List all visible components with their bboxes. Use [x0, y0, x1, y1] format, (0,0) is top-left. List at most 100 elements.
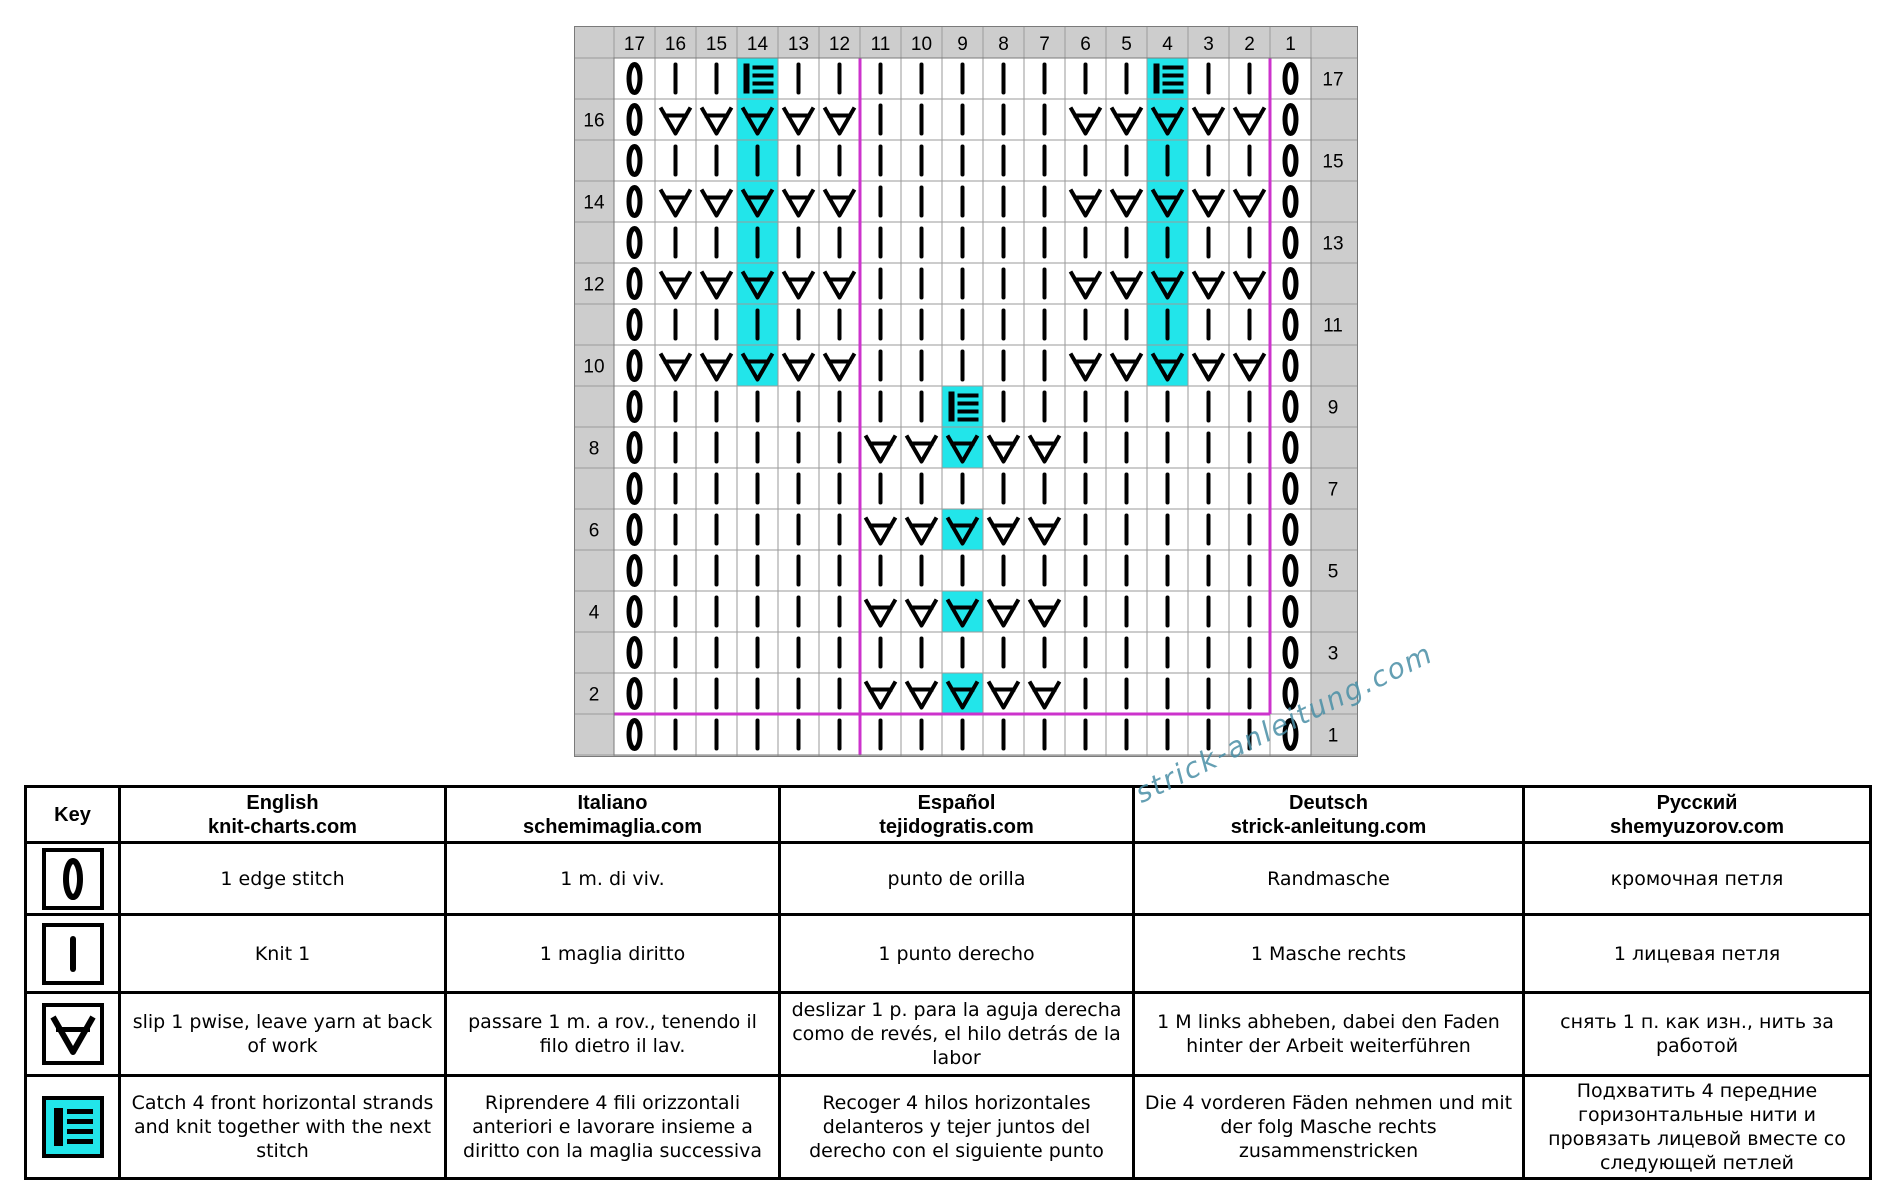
- column-number-top: 4: [1162, 34, 1173, 55]
- slip-stitch-icon: [1150, 106, 1185, 136]
- slip-stitch-icon: [1150, 270, 1185, 300]
- chart-cell: [737, 345, 778, 386]
- column-number-top: 9: [957, 34, 968, 55]
- slip-stitch-icon: [1191, 188, 1226, 218]
- key-text-spanish: Recoger 4 hilos horizontales delanteros …: [778, 1074, 1135, 1180]
- chart-cell: [1068, 106, 1103, 136]
- edge-stitch-icon: [626, 554, 643, 587]
- chart-cell: [1282, 267, 1299, 300]
- key-text-italian: 1 maglia diritto: [444, 913, 781, 994]
- margin-lines: [574, 26, 1358, 757]
- chart-cell: [626, 103, 643, 136]
- key-text-german: Randmasche: [1132, 841, 1525, 916]
- row-number-right: 7: [1328, 480, 1339, 501]
- slip-stitch-icon: [863, 434, 898, 464]
- key-row-knit: Knit 1 1 maglia diritto 1 punto derecho …: [24, 913, 1872, 994]
- edge-stitch-icon: [626, 677, 643, 710]
- slip-stitch-icon: [945, 434, 980, 464]
- key-text-spanish: deslizar 1 p. para la aguja derecha como…: [778, 991, 1135, 1077]
- row-number-left: 2: [589, 685, 600, 706]
- slip-stitch-icon: [781, 352, 816, 382]
- slip-stitch-icon: [1191, 106, 1226, 136]
- chart-cell: [863, 680, 898, 710]
- key-text-spanish: 1 punto derecho: [778, 913, 1135, 994]
- edge-stitch-icon: [626, 144, 643, 177]
- key-text-italian: 1 m. di viv.: [444, 841, 781, 916]
- slip-stitch-icon: [658, 270, 693, 300]
- slip-stitch-icon: [822, 106, 857, 136]
- slip-stitch-icon: [986, 598, 1021, 628]
- slip-stitch-icon: [699, 106, 734, 136]
- edge-stitch-icon: [1282, 431, 1299, 464]
- chart-cell: [626, 226, 643, 259]
- slip-stitch-icon: [658, 106, 693, 136]
- slip-stitch-icon: [945, 680, 980, 710]
- chart-cell: [1109, 106, 1144, 136]
- edge-stitch-icon: [1282, 349, 1299, 382]
- slip-stitch-icon: [658, 352, 693, 382]
- chart-cell: [626, 267, 643, 300]
- chart-cell: [1147, 304, 1188, 345]
- chart-cell: [737, 140, 778, 181]
- chart-cell: [986, 434, 1021, 464]
- column-number-top: 12: [829, 34, 850, 55]
- slip-stitch-icon: [699, 352, 734, 382]
- chart-cell: [1147, 181, 1188, 222]
- chart-cell: [863, 598, 898, 628]
- slip-stitch-icon: [1232, 188, 1267, 218]
- key-text-spanish: punto de orilla: [778, 841, 1135, 916]
- edge-stitch-icon: [626, 636, 643, 669]
- chart-cell: [1282, 677, 1299, 710]
- slip-stitch-icon: [904, 434, 939, 464]
- header-site: shemyuzorov.com: [1609, 815, 1785, 838]
- chart-cell: [699, 188, 734, 218]
- key-text-german: 1 Masche rechts: [1132, 913, 1525, 994]
- edge-stitch-icon: [1282, 554, 1299, 587]
- chart-cell: [1282, 472, 1299, 505]
- slip-stitch-icon: [740, 188, 775, 218]
- header-title: Key: [54, 803, 91, 826]
- chart-cell: [1068, 352, 1103, 382]
- column-number-top: 6: [1080, 34, 1091, 55]
- slip-stitch-icon: [1027, 434, 1062, 464]
- chart-cell: [781, 188, 816, 218]
- chart-cell: [626, 677, 643, 710]
- key-header-key: Key: [24, 785, 121, 844]
- chart-cell: [737, 222, 778, 263]
- edge-stitch-icon: [626, 431, 643, 464]
- chart-cell: [822, 352, 857, 382]
- key-symbol-graphic: [41, 922, 104, 985]
- edge-stitch-icon: [626, 267, 643, 300]
- chart-cell: [1282, 308, 1299, 341]
- slip-stitch-icon: [945, 516, 980, 546]
- slip-stitch-icon: [781, 270, 816, 300]
- chart-cell: [658, 352, 693, 382]
- edge-stitch-icon: [626, 226, 643, 259]
- chart-cell: [1282, 513, 1299, 546]
- column-number-top: 16: [665, 34, 686, 55]
- row-number-right: 3: [1328, 644, 1339, 665]
- row-number-left: 14: [583, 193, 605, 214]
- chart-cell: [1232, 352, 1267, 382]
- chart-cell: [737, 99, 778, 140]
- chart-cell: [1068, 270, 1103, 300]
- chart-cell: [822, 270, 857, 300]
- chart-cell: [1282, 226, 1299, 259]
- slip-stitch-icon: [863, 516, 898, 546]
- slip-stitch-icon: [781, 188, 816, 218]
- chart-cell: [626, 513, 643, 546]
- chart-cell: [737, 263, 778, 304]
- chart-cell: [781, 352, 816, 382]
- slip-stitch-icon: [986, 516, 1021, 546]
- catch-strands-icon: [1153, 63, 1184, 94]
- slip-stitch-icon: [1109, 188, 1144, 218]
- chart-cell: [904, 598, 939, 628]
- chart-cell: [1282, 636, 1299, 669]
- header-site: strick-anleitung.com: [1230, 815, 1427, 838]
- edge-stitch-icon: [1282, 144, 1299, 177]
- chart-cell: [1232, 188, 1267, 218]
- chart-cell: [1109, 270, 1144, 300]
- edge-stitch-icon: [1282, 390, 1299, 423]
- row-number-right: 13: [1322, 234, 1343, 255]
